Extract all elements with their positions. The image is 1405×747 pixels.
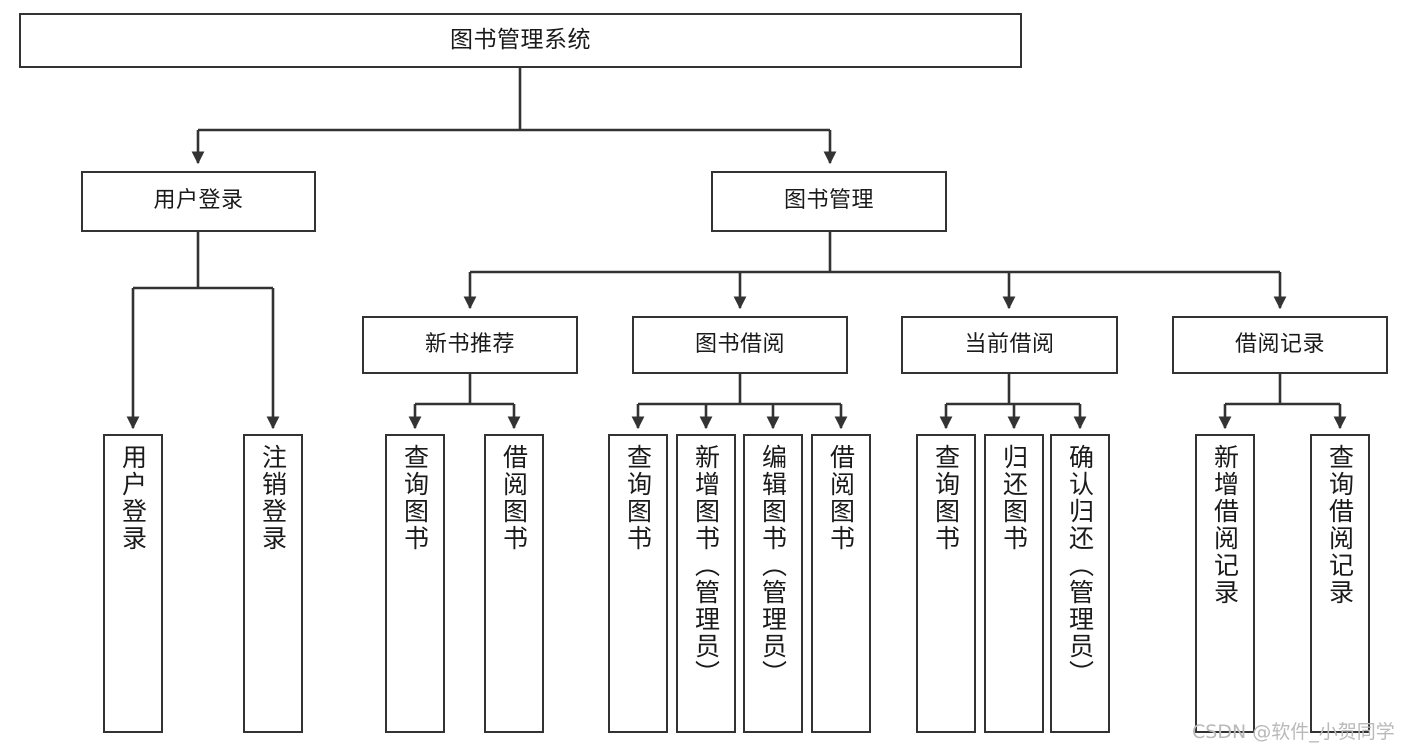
leaf-user-login[interactable]: 用户登录 xyxy=(103,434,163,733)
node-current-borrowing[interactable]: 当前借阅 xyxy=(901,316,1118,374)
node-label: 新增图书（管理员） xyxy=(691,444,721,687)
node-borrowing-record[interactable]: 借阅记录 xyxy=(1172,316,1388,374)
node-label: 用户登录 xyxy=(153,188,244,214)
node-label: 用户登录 xyxy=(118,444,148,552)
node-label: 编辑图书（管理员） xyxy=(758,444,788,687)
node-label: 借阅图书 xyxy=(499,444,529,552)
node-label: 新增借阅记录 xyxy=(1210,444,1240,606)
node-book-management[interactable]: 图书管理 xyxy=(711,171,947,232)
leaf-query-borrow-record[interactable]: 查询借阅记录 xyxy=(1310,434,1370,733)
leaf-query-book-borrow[interactable]: 查询图书 xyxy=(608,434,668,733)
node-label: 图书管理 xyxy=(783,188,874,214)
node-label: 查询图书 xyxy=(931,444,961,552)
leaf-logout[interactable]: 注销登录 xyxy=(243,434,303,733)
node-label: 注销登录 xyxy=(258,444,288,552)
node-label: 查询图书 xyxy=(400,444,430,552)
leaf-return-book[interactable]: 归还图书 xyxy=(984,434,1044,733)
node-label: 查询图书 xyxy=(623,444,653,552)
leaf-confirm-return-admin[interactable]: 确认归还（管理员） xyxy=(1050,434,1110,733)
leaf-query-book-recommend[interactable]: 查询图书 xyxy=(385,434,445,733)
node-label: 图书借阅 xyxy=(694,331,785,357)
node-label: 新书推荐 xyxy=(424,331,515,357)
node-label: 图书管理系统 xyxy=(450,26,591,53)
node-label: 借阅记录 xyxy=(1234,331,1325,357)
leaf-add-book-admin[interactable]: 新增图书（管理员） xyxy=(676,434,736,733)
leaf-edit-book-admin[interactable]: 编辑图书（管理员） xyxy=(743,434,803,733)
node-label: 借阅图书 xyxy=(826,444,856,552)
node-label: 归还图书 xyxy=(999,444,1029,552)
node-user-login[interactable]: 用户登录 xyxy=(81,171,316,232)
leaf-add-borrow-record[interactable]: 新增借阅记录 xyxy=(1195,434,1255,733)
node-label: 确认归还（管理员） xyxy=(1065,444,1095,687)
node-root-book-management-system[interactable]: 图书管理系统 xyxy=(19,13,1022,68)
node-new-book-recommendation[interactable]: 新书推荐 xyxy=(362,316,578,374)
leaf-query-book-current[interactable]: 查询图书 xyxy=(916,434,976,733)
node-label: 当前借阅 xyxy=(964,331,1055,357)
leaf-borrow-book-recommend[interactable]: 借阅图书 xyxy=(484,434,544,733)
node-label: 查询借阅记录 xyxy=(1325,444,1355,606)
watermark-text: CSDN @软件_小贺同学 xyxy=(1192,721,1395,743)
leaf-borrow-book[interactable]: 借阅图书 xyxy=(811,434,871,733)
node-book-borrowing[interactable]: 图书借阅 xyxy=(632,316,848,374)
